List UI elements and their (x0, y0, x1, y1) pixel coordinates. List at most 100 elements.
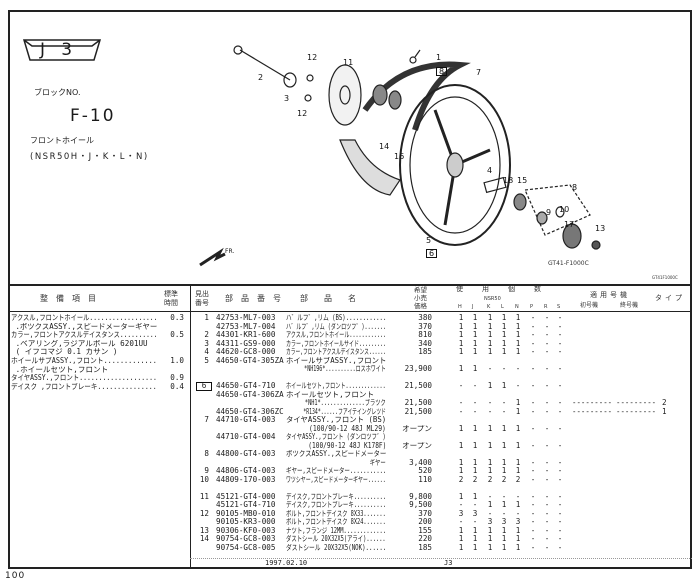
serial-start (572, 450, 612, 459)
serial-start (572, 365, 612, 374)
serial-end: --------- (616, 407, 656, 416)
qty-P: - (530, 458, 536, 467)
qty-N (514, 484, 522, 493)
standard-time (162, 340, 184, 349)
qty-R: - (544, 467, 550, 475)
ref-number (193, 501, 209, 510)
callout-15: 15 (517, 176, 528, 185)
page-number: 100 (5, 571, 26, 581)
qty-J: 1 (472, 339, 478, 348)
header-part-no: 部 品 番 号 (225, 294, 281, 303)
qty-R: - (544, 424, 550, 433)
callout-4: 4 (487, 166, 493, 175)
qty-N (514, 450, 522, 459)
qty-P: - (530, 509, 536, 518)
qty-L: - (501, 365, 507, 373)
qty-H (457, 450, 465, 459)
qty-L: - (501, 399, 507, 407)
callout-12: 12 (297, 109, 308, 118)
header-variant-S: S (557, 304, 561, 310)
part-name: ボルト,フロントデイスク 8X24....... (286, 518, 386, 526)
qty-H (457, 416, 465, 425)
part-name: ギヤー (286, 458, 386, 467)
qty-L: 1 (501, 543, 507, 552)
qty-P (529, 374, 537, 383)
price (390, 484, 432, 493)
part-name: ボルト,フロントデイスク 8X33....... (286, 509, 386, 518)
serial-end (616, 467, 656, 476)
serial-start (572, 433, 612, 442)
qty-P: - (530, 492, 536, 501)
ref-number (193, 408, 209, 417)
qty-P: - (530, 518, 536, 526)
standard-time (162, 348, 184, 357)
qty-R: - (544, 441, 550, 450)
price: 155 (418, 526, 432, 535)
qty-N: 1 (515, 458, 521, 467)
callout-16: 16 (394, 152, 405, 161)
qty-R: - (544, 322, 550, 331)
qty-L: 1 (501, 339, 507, 348)
qty-K: 2 (487, 475, 493, 484)
qty-K: 1 (487, 467, 493, 475)
qty-P: - (530, 365, 536, 373)
qty-P: - (530, 543, 536, 552)
serial-end: --------- (616, 399, 656, 407)
ref-number (193, 425, 209, 434)
serial-end (616, 357, 656, 366)
part-number: 90754-GC8-005 (216, 543, 276, 552)
serial-start (572, 416, 612, 425)
qty-P (529, 391, 537, 400)
ref-number (193, 323, 209, 332)
qty-K: 1 (487, 424, 493, 433)
qty-S: - (557, 526, 563, 535)
qty-R: - (544, 509, 550, 518)
qty-N: 1 (515, 526, 521, 535)
qty-H: 1 (458, 331, 464, 339)
callout-18: 18 (503, 176, 514, 185)
qty-N: - (515, 382, 521, 390)
serial-start (572, 535, 612, 544)
footer-block: J3 (444, 559, 453, 567)
left-header-time: 標準 時間 (164, 290, 178, 307)
callout-13: 13 (595, 224, 606, 233)
standard-time: 1.0 (170, 357, 184, 365)
part-name: ボツクスASSY.,スピードメーター (286, 450, 386, 458)
serial-end (616, 331, 656, 340)
qty-S: - (557, 407, 563, 416)
price: 21,500 (404, 399, 432, 407)
qty-N: 1 (515, 424, 521, 433)
qty-R: - (544, 492, 550, 501)
qty-P: - (530, 424, 536, 433)
qty-K (486, 391, 494, 400)
price: 23,900 (404, 365, 432, 373)
qty-R: - (544, 348, 550, 356)
qty-K (486, 450, 494, 459)
part-name: タイヤASSY.,フロント (ダンロツフ゜) (286, 433, 386, 441)
ref-number (193, 518, 209, 527)
qty-H: - (458, 382, 464, 390)
qty-J: 1 (472, 365, 478, 373)
ref-number (193, 365, 209, 374)
qty-K: - (487, 365, 493, 373)
qty-L: 1 (501, 458, 507, 467)
serial-start (572, 314, 612, 323)
part-name: ワツシヤー,スピードメーターギヤー...... (286, 475, 386, 484)
qty-J: 3 (472, 509, 478, 518)
qty-N: 1 (515, 322, 521, 331)
callout-1: 1 (436, 53, 442, 62)
qty-R: - (544, 458, 550, 467)
ref-number: 12 (199, 509, 209, 518)
maintenance-item: カラー,フロントアクスルデイスタンス.......... (11, 331, 157, 340)
price: 110 (418, 475, 432, 484)
qty-P: - (530, 322, 536, 331)
qty-P: - (530, 339, 536, 348)
ref-number: 9 (204, 467, 209, 475)
serial-end (616, 484, 656, 493)
footer-divider (190, 558, 692, 560)
qty-K: 1 (487, 543, 493, 552)
qty-R (543, 450, 551, 459)
maintenance-item: デイスク ,フロントブレーキ............... (11, 382, 157, 391)
serial-end (616, 314, 656, 323)
qty-N (514, 433, 522, 442)
